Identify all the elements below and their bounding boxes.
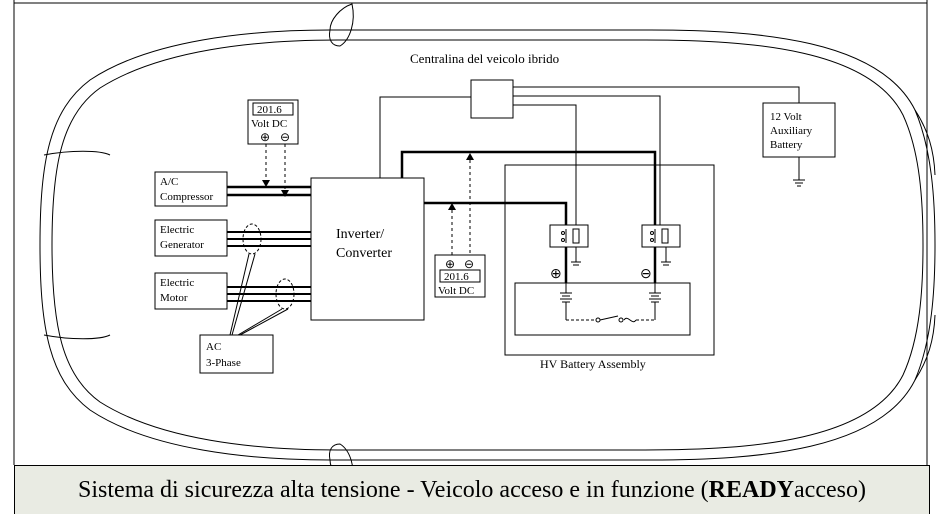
voltmeter-mid-plus-icon: ⊕ <box>445 257 455 271</box>
car-outline <box>39 3 936 487</box>
hv-battery-assembly-label: HV Battery Assembly <box>540 357 646 371</box>
battery-leads <box>564 247 657 283</box>
relay-left-icon <box>549 224 589 266</box>
electric-generator-label: Electric Generator <box>160 224 204 251</box>
ac-compressor-box <box>154 171 228 207</box>
relay-right-icon <box>641 224 681 266</box>
battery-cell-right-icon <box>649 283 661 320</box>
voltmeter-top-probes <box>265 144 286 190</box>
battery-minus-icon: ⊖ <box>640 267 652 282</box>
voltmeter-top-arrows <box>262 180 289 197</box>
voltmeter-mid-probes <box>451 160 471 255</box>
battery-cell-left-icon <box>560 283 572 320</box>
electric-motor-box <box>154 272 228 310</box>
battery-plus-icon: ⊕ <box>550 267 562 282</box>
voltmeter-mid-minus-icon: ⊖ <box>464 257 474 271</box>
aux-battery-ground-icon <box>793 157 805 187</box>
voltmeter-top-display <box>252 102 294 116</box>
motor-phase-ellipse <box>275 278 295 310</box>
voltmeter-top-plus-icon: ⊕ <box>260 130 270 144</box>
hybrid-ecu-label: Centralina del veicolo ibrido <box>410 51 559 66</box>
ac-compressor-label: A/C Compressor <box>160 176 214 203</box>
voltmeter-mid-unit: Volt DC <box>438 285 474 297</box>
diagram-frame <box>13 0 928 465</box>
voltmeter-top-minus-icon: ⊖ <box>280 130 290 144</box>
voltmeter-top-value: 201.6 <box>257 104 282 116</box>
generator-phase-ellipse <box>242 223 262 255</box>
aux-battery-label: 12 Volt Auxiliary Battery <box>770 111 815 151</box>
voltmeter-mid-display <box>439 269 481 283</box>
electric-generator-box <box>154 219 228 257</box>
aux-battery-box <box>762 102 836 158</box>
hybrid-ecu-box <box>470 79 514 119</box>
inverter-box <box>310 177 425 321</box>
generator-cables <box>227 231 311 247</box>
voltmeter-mid-arrows <box>448 153 474 210</box>
battery-cells-box <box>514 282 691 336</box>
caption-ready: READY <box>708 476 795 503</box>
inverter-label: Inverter/ Converter <box>336 227 392 261</box>
voltmeter-mid-value: 201.6 <box>444 271 469 283</box>
ac-3phase-label: AC 3-Phase <box>206 341 241 369</box>
caption-suffix: acceso) <box>794 476 866 503</box>
hv-bus-lines <box>400 150 657 225</box>
caption-bar: Sistema di sicurezza alta tensione - Vei… <box>14 465 930 514</box>
ecu-wiring <box>379 86 800 225</box>
ac-3phase-box <box>199 334 274 374</box>
caption-prefix: Sistema di sicurezza alta tensione - Vei… <box>78 476 709 503</box>
voltmeter-top-unit: Volt DC <box>251 118 287 130</box>
service-plug-wiring <box>566 315 655 323</box>
ac-compressor-cables <box>227 185 311 197</box>
ac-3phase-leaders <box>229 253 289 336</box>
hv-battery-assembly-box <box>504 164 715 356</box>
electric-motor-label: Electric Motor <box>160 277 197 304</box>
